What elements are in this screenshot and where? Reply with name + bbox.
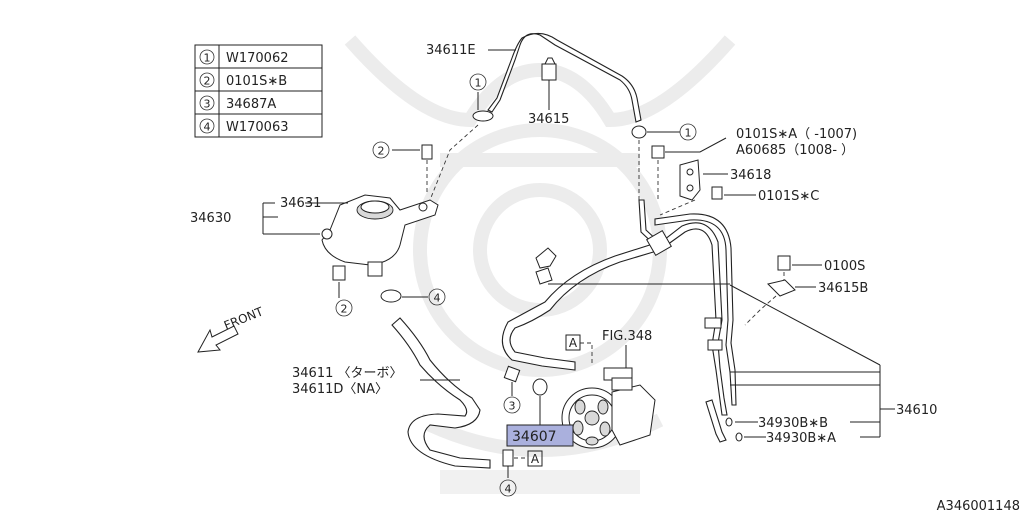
front-label: FRONT xyxy=(222,304,266,333)
callout-4-a: 4 xyxy=(434,292,441,305)
clip-34615b: 34615B xyxy=(744,279,868,326)
label-34611e: 34611E xyxy=(426,43,476,58)
hose-clamp-4-reservoir: 4 xyxy=(380,288,446,306)
hose-clip-middle xyxy=(535,247,557,285)
front-direction-arrow: FRONT xyxy=(197,304,266,353)
label-34930b-b: 34930B∗B xyxy=(758,416,828,431)
legend-num-3: 3 xyxy=(204,98,211,111)
label-34631: 34631 xyxy=(280,196,321,211)
legend-code-1: W170062 xyxy=(226,51,288,66)
ref-a-upper: A xyxy=(569,336,578,350)
hose-clamp-top-left: 1 xyxy=(469,73,494,122)
o-ring-34930b-a: 34930B∗A xyxy=(735,431,880,446)
clip-34615: 34615 xyxy=(528,57,569,127)
hose-clamp-pump xyxy=(532,378,548,425)
label-0100s: 0100S xyxy=(824,259,865,274)
legend-row-1: 1 W170062 xyxy=(199,49,288,66)
callout-3: 3 xyxy=(509,400,516,413)
ref-a-lower: A xyxy=(531,452,540,466)
legend-row-2: 2 0101S∗B xyxy=(199,72,287,89)
callout-4-b: 4 xyxy=(505,483,512,496)
part-34607-highlight[interactable]: 34607 xyxy=(506,424,574,447)
legend-row-3: 3 34687A xyxy=(199,95,276,112)
label-34615b: 34615B xyxy=(818,281,868,296)
union-bolt-34687a: 3 xyxy=(503,365,521,414)
diagram-id: A346001148 xyxy=(937,499,1020,512)
label-34607: 34607 xyxy=(512,429,557,445)
power-steering-pump xyxy=(561,367,656,449)
label-34610: 34610 xyxy=(896,403,937,418)
label-a60685: A60685（1008- ） xyxy=(736,143,854,158)
legend-code-2: 0101S∗B xyxy=(226,74,287,89)
label-34630: 34630 xyxy=(190,211,231,226)
reservoir-tank-34631: 34631 34630 xyxy=(190,194,439,277)
legend-num-1: 1 xyxy=(204,52,211,65)
bolt-0100s: 0100S xyxy=(777,255,865,282)
ref-box-a-upper: A xyxy=(565,334,593,365)
legend-row-4: 4 W170063 xyxy=(199,118,288,135)
label-34611: 34611 〈ターボ〉 xyxy=(292,366,403,381)
legend-num-4: 4 xyxy=(204,121,211,134)
suction-hose-34611: 34611 〈ターボ〉 34611D〈NA〉 xyxy=(292,317,491,469)
label-34618: 34618 xyxy=(730,168,771,183)
label-0101s-c: 0101S∗C xyxy=(758,189,819,204)
hose-clamp-top-right: 1 xyxy=(631,123,697,141)
callout-2-a: 2 xyxy=(378,145,385,158)
legend-num-2: 2 xyxy=(204,75,211,88)
legend-code-3: 34687A xyxy=(226,97,276,112)
callout-1-a: 1 xyxy=(475,77,482,90)
bracket-34618: 34618 0101S∗A（ -1007) A60685（1008- ） 010… xyxy=(651,127,857,216)
lower-fitting: 4 A xyxy=(499,449,543,497)
callout-2-b: 2 xyxy=(341,303,348,316)
label-34615: 34615 xyxy=(528,112,569,127)
return-hose-34611e: 34611E xyxy=(426,32,642,123)
label-34611d: 34611D〈NA〉 xyxy=(292,382,388,397)
fig-348-ref: FIG.348 xyxy=(602,329,652,370)
label-fig348: FIG.348 xyxy=(602,329,652,344)
o-ring-34930b-b: 34930B∗B xyxy=(725,416,880,431)
label-34930b-a: 34930B∗A xyxy=(766,431,836,446)
legend-code-4: W170063 xyxy=(226,120,288,135)
bolt-0101s-b-top: 2 xyxy=(372,141,433,195)
label-0101s-a: 0101S∗A（ -1007) xyxy=(736,127,857,142)
legend-table: 1 W170062 2 0101S∗B 3 34687A 4 W170063 xyxy=(194,44,323,138)
bolt-0101s-b-bottom: 2 xyxy=(332,265,353,317)
callout-1-b: 1 xyxy=(685,127,692,140)
pressure-hose-34610: 34610 xyxy=(501,199,937,443)
